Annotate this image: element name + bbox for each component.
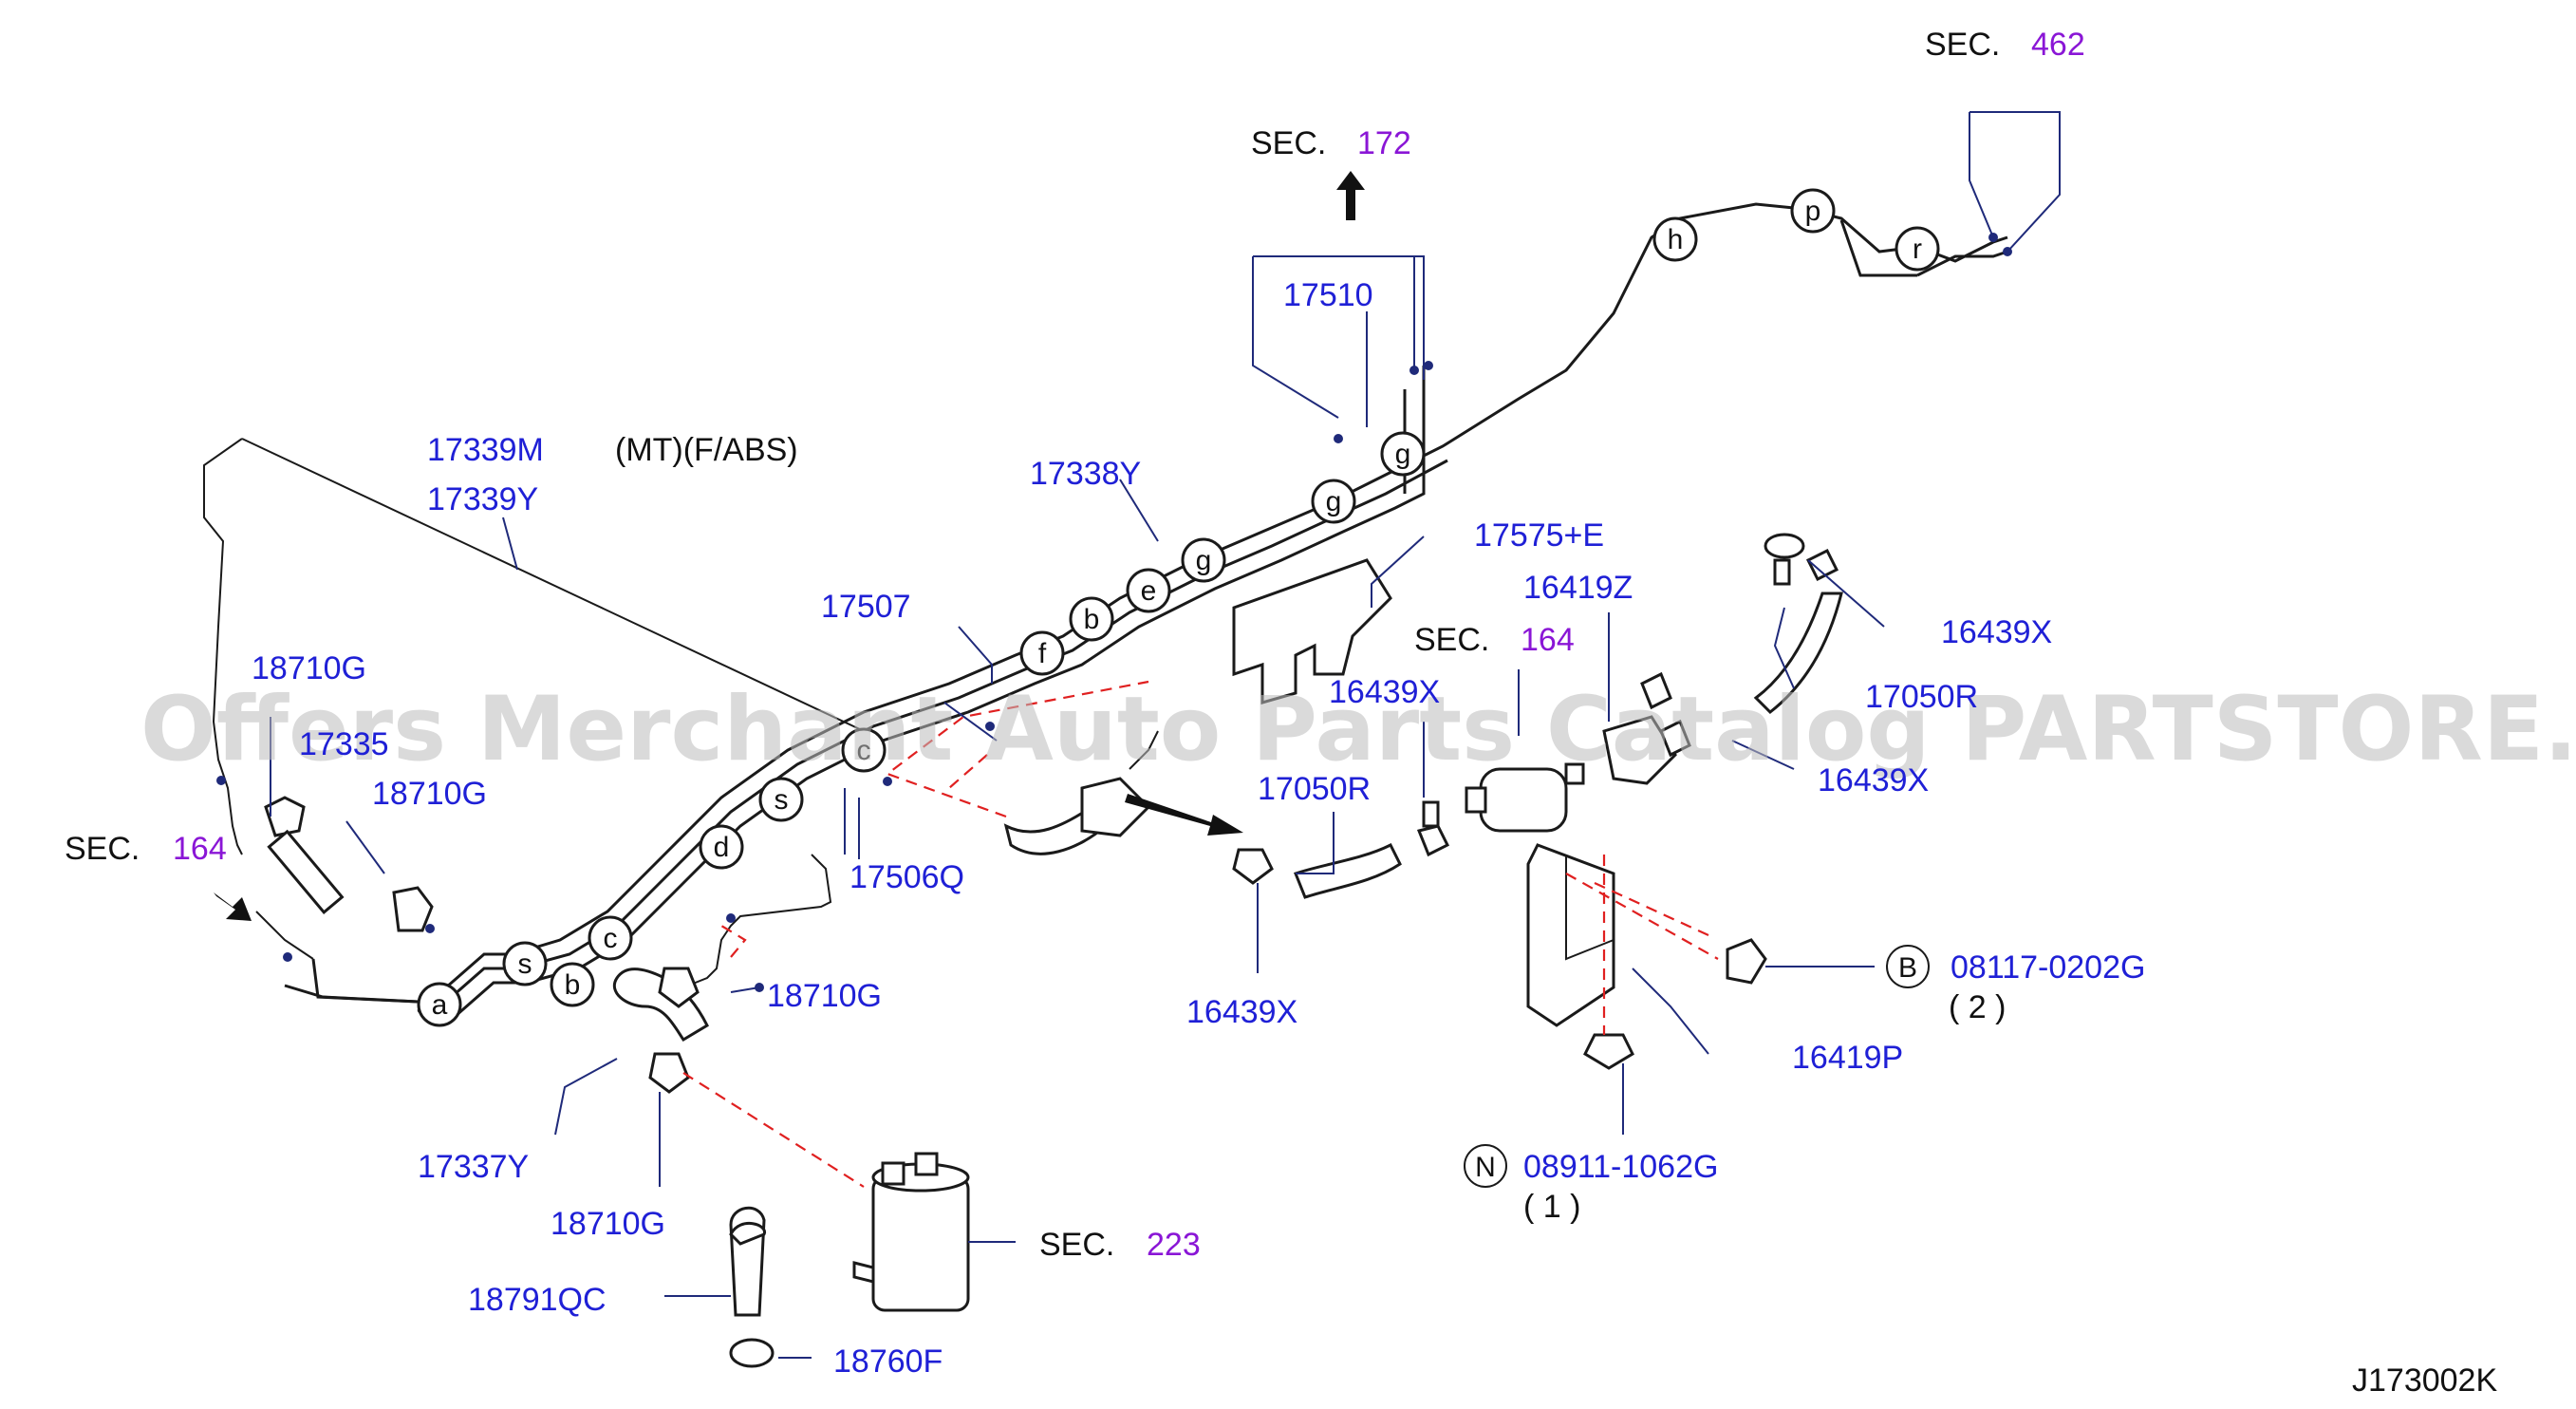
part-17506q[interactable]: 17506Q xyxy=(849,859,964,895)
part-18710g-a[interactable]: 18710G xyxy=(252,650,366,686)
leader-lines xyxy=(270,111,2061,1359)
sec-164-mid-link[interactable]: 164 xyxy=(1521,622,1575,658)
sec-172-link[interactable]: 172 xyxy=(1357,125,1411,161)
callout-d: d xyxy=(714,832,730,863)
left-hose-group xyxy=(255,796,434,1004)
part-08117-0202g[interactable]: 08117-0202G xyxy=(1951,949,2145,986)
canister xyxy=(729,1152,970,1368)
callout-b-1: b xyxy=(1084,604,1100,635)
callout-h: h xyxy=(1668,224,1684,255)
connector-dots xyxy=(216,233,2012,992)
part-08911-1062g[interactable]: 08911-1062G xyxy=(1523,1149,1718,1185)
callout-f: f xyxy=(1038,638,1047,669)
callout-g-2: g xyxy=(1326,486,1342,517)
part-17050r-right[interactable]: 17050R xyxy=(1865,679,1978,715)
lower-left-hoses xyxy=(613,967,709,1094)
part-17338y[interactable]: 17338Y xyxy=(1030,456,1141,492)
arrow-up-left-icon xyxy=(214,892,252,921)
part-18710g-d[interactable]: 18710G xyxy=(551,1206,665,1242)
watermark: Offers Merchant Auto Parts Catalog PARTS… xyxy=(140,678,2576,781)
part-16439x-top[interactable]: 16439X xyxy=(1941,614,2052,650)
callout-g-1: g xyxy=(1395,439,1411,470)
part-16419z[interactable]: 16419Z xyxy=(1523,570,1633,606)
sec-164-left-prefix: SEC. xyxy=(65,831,140,867)
part-16439x-mid[interactable]: 16439X xyxy=(1329,674,1440,710)
callout-r: r xyxy=(1913,234,1922,265)
part-16419p[interactable]: 16419P xyxy=(1792,1040,1903,1076)
callout-g-3: g xyxy=(1196,545,1212,576)
callout-p: p xyxy=(1805,196,1821,227)
part-17337y[interactable]: 17337Y xyxy=(418,1149,529,1185)
part-17510[interactable]: 17510 xyxy=(1283,277,1373,313)
callout-circles: h p r g g g e b f c s d c s b a xyxy=(417,188,1940,1027)
part-17050r-center[interactable]: 17050R xyxy=(1258,771,1371,807)
callout-e: e xyxy=(1141,575,1157,607)
clip-bracket xyxy=(1232,558,1392,704)
callout-a: a xyxy=(432,989,448,1021)
left-routing xyxy=(203,438,865,988)
part-18710g-b[interactable]: 18710G xyxy=(372,776,487,812)
part-18791qc[interactable]: 18791QC xyxy=(468,1282,607,1318)
sec-462-link[interactable]: 462 xyxy=(2031,27,2085,63)
part-17339y[interactable]: 17339Y xyxy=(427,481,538,517)
callout-c-1: c xyxy=(857,735,871,766)
sec-172-prefix: SEC. xyxy=(1251,125,1326,161)
qty-1: ( 1 ) xyxy=(1523,1189,1580,1225)
part-17575e[interactable]: 17575+E xyxy=(1474,517,1604,554)
part-18710g-c[interactable]: 18710G xyxy=(767,978,882,1014)
arrows xyxy=(214,171,1365,921)
part-18760f[interactable]: 18760F xyxy=(833,1343,943,1380)
sec-223-link[interactable]: 223 xyxy=(1147,1227,1201,1263)
section-refs: SEC. 462 SEC. 172 SEC. 164 SEC. 164 SEC.… xyxy=(65,27,2085,1263)
part-17335[interactable]: 17335 xyxy=(299,726,389,762)
marker-n: N xyxy=(1475,1152,1496,1183)
fuel-filter xyxy=(1465,533,1843,1070)
part-16439x-bottom[interactable]: 16439X xyxy=(1186,994,1297,1030)
center-hose xyxy=(1003,730,1450,899)
part-16439x-right[interactable]: 16439X xyxy=(1818,762,1929,798)
callout-c-2: c xyxy=(604,923,618,954)
callout-s-2: s xyxy=(518,949,532,980)
callout-b-2: b xyxy=(565,969,581,1001)
marker-b: B xyxy=(1898,952,1917,984)
sec-223-prefix: SEC. xyxy=(1039,1227,1114,1263)
arrow-right-icon xyxy=(1125,794,1243,836)
qty-2: ( 2 ) xyxy=(1949,989,2006,1025)
part-17507[interactable]: 17507 xyxy=(821,589,911,625)
variant-note: (MT)(F/ABS) xyxy=(615,432,798,468)
hidden-lines xyxy=(682,680,1719,1188)
sec-164-mid-prefix: SEC. xyxy=(1414,622,1489,658)
diagram-code: J173002K xyxy=(2352,1362,2497,1399)
markers: B N xyxy=(1464,945,1930,1188)
part-labels: 17339M (MT)(F/ABS) 17339Y 17510 17338Y 1… xyxy=(252,277,2145,1380)
sec-462-prefix: SEC. xyxy=(1925,27,2000,63)
part-17339m[interactable]: 17339M xyxy=(427,432,544,468)
callout-s-1: s xyxy=(775,784,789,816)
sec-164-left-link[interactable]: 164 xyxy=(173,831,227,867)
arrow-up-icon xyxy=(1336,171,1365,220)
